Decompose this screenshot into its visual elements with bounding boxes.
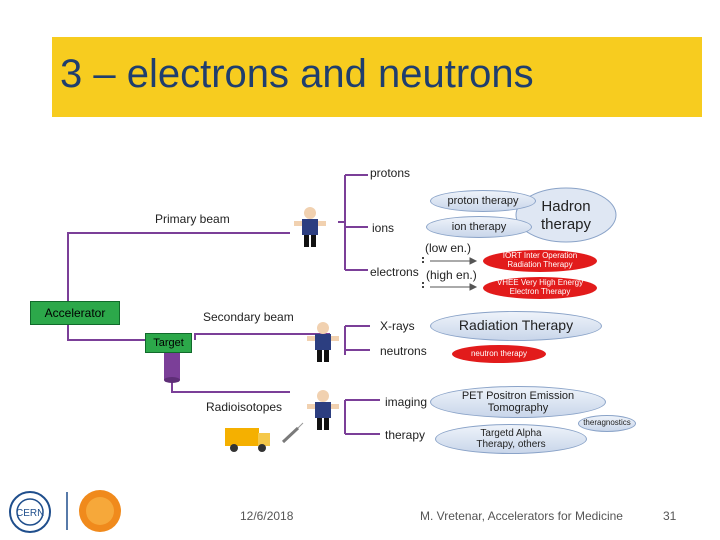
high-energy-label: (high en.) — [426, 268, 477, 282]
iort-ellipse: IORT Inter Operation Radiation Therapy — [483, 250, 597, 272]
neutrons-label: neutrons — [380, 344, 427, 358]
delivery-truck-icon — [225, 428, 270, 452]
title-bar — [52, 37, 702, 117]
syringe-icon — [281, 422, 304, 444]
radioisotopes-label: Radioisotopes — [206, 400, 283, 414]
primary-beam-line — [67, 232, 290, 305]
radiation-therapy-ellipse: Radiation Therapy — [430, 311, 602, 341]
operator-figure-icon — [307, 390, 339, 430]
radioisotope-line — [171, 375, 290, 393]
neutron-therapy-ellipse: neutron therapy — [452, 345, 546, 363]
primary-beam-label: Primary beam — [155, 212, 230, 226]
slide-title: 3 – electrons and neutrons — [60, 52, 534, 96]
secondary-beam-line — [194, 333, 330, 340]
svg-text:CERN: CERN — [16, 508, 44, 519]
protons-label: protons — [370, 166, 411, 180]
secondary-beam-label: Secondary beam — [203, 310, 294, 324]
accelerator-box: Accelerator — [30, 301, 120, 325]
therapy-label: therapy — [385, 428, 426, 442]
hadron-therapy-ellipse — [515, 187, 617, 243]
ions-label: ions — [372, 221, 395, 235]
operator-figure-icon — [307, 322, 339, 362]
targeted-alpha-ellipse: Targetd Alpha Therapy, others — [435, 424, 587, 454]
footer-date: 12/6/2018 — [240, 509, 294, 523]
vhee-ellipse: VHEE Very High Energy Electron Therapy — [483, 277, 597, 299]
pet-ellipse: PET Positron Emission Tomography — [430, 386, 606, 418]
footer-author: M. Vretenar, Accelerators for Medicine — [420, 509, 623, 523]
ion-therapy-ellipse: ion therapy — [426, 216, 532, 238]
cern-logo-icon: CERN — [9, 491, 51, 533]
theragnostics-ellipse: theragnostics — [578, 415, 636, 432]
anniversary-logo-icon — [79, 490, 121, 532]
proton-therapy-ellipse: proton therapy — [430, 190, 536, 212]
electrons-label: electrons — [370, 265, 419, 279]
hadron-therapy-label: Hadron therapy — [540, 198, 592, 233]
operator-figure-icon — [294, 207, 326, 247]
page-number: 31 — [663, 509, 677, 523]
low-energy-label: (low en.) — [425, 241, 472, 255]
xrays-label: X-rays — [380, 319, 415, 333]
imaging-label: imaging — [385, 395, 428, 409]
target-box: Target — [145, 333, 192, 353]
